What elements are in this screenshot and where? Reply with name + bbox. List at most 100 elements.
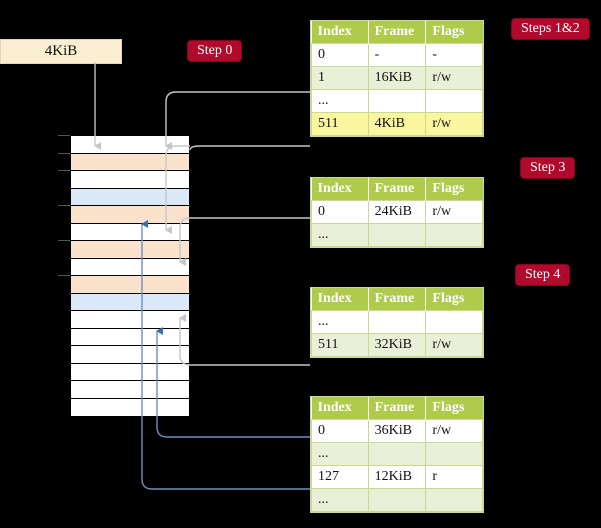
table-cell — [425, 442, 483, 466]
table-cell: r — [425, 465, 483, 489]
memory-frame-row — [71, 346, 189, 364]
table-cell: r/w — [425, 112, 483, 136]
table-header-frame: Frame — [368, 397, 427, 420]
badge-step-3: Step 3 — [521, 158, 575, 178]
link-table2-to-memory — [179, 217, 310, 266]
badge-step-4: Step 4 — [516, 265, 570, 285]
table-header-flags: Flags — [425, 397, 483, 420]
memory-tick — [58, 135, 70, 136]
table-row: ... — [311, 488, 483, 512]
table-header-index: Index — [311, 178, 369, 201]
table-cell: - — [367, 43, 427, 67]
badge-step-0-label: Step 0 — [197, 43, 233, 58]
badge-steps-1-2: Steps 1&2 — [512, 19, 589, 39]
table-header-frame: Frame — [368, 178, 427, 201]
table-cell: 511 — [311, 333, 369, 357]
source-frame-label: 4KiB — [0, 39, 122, 64]
table-cell: 511 — [311, 112, 369, 136]
source-frame-value: 4KiB — [44, 43, 78, 59]
table-cell: 0 — [311, 200, 369, 224]
memory-frame-row — [71, 241, 189, 259]
physical-memory-block — [70, 135, 190, 416]
table-cell: 36KiB — [367, 419, 427, 443]
table-row: ... — [311, 442, 483, 466]
memory-frame-row — [71, 276, 189, 294]
table-cell: ... — [311, 442, 369, 466]
badge-step-0: Step 0 — [188, 41, 242, 61]
table-cell: ... — [311, 488, 369, 512]
table-cell: 24KiB — [367, 200, 427, 224]
memory-frame-row — [71, 223, 189, 241]
memory-tick — [58, 275, 70, 276]
table-cell — [367, 89, 427, 113]
table-header-index: Index — [311, 21, 369, 44]
table-header-frame: Frame — [368, 288, 427, 311]
table-row: ... — [311, 310, 483, 334]
table-row: ... — [311, 89, 483, 113]
table-cell: 32KiB — [367, 333, 427, 357]
memory-tick — [58, 170, 70, 171]
table-cell: 4KiB — [367, 112, 427, 136]
memory-frame-row — [71, 293, 189, 311]
table-cell — [367, 488, 427, 512]
table-cell: 127 — [311, 465, 369, 489]
memory-frame-row — [71, 328, 189, 346]
memory-frame-row — [71, 381, 189, 399]
memory-tick — [58, 152, 70, 154]
table-cell: ... — [311, 223, 369, 247]
table-cell: 1 — [311, 66, 369, 90]
link-memory-to-table3 — [179, 314, 310, 366]
table-cell: 16KiB — [367, 66, 427, 90]
badge-step-3-label: Step 3 — [530, 160, 566, 175]
table-cell: 0 — [311, 419, 369, 443]
table-cell — [425, 223, 483, 247]
memory-tick — [58, 205, 70, 206]
table-cell: 0 — [311, 43, 369, 67]
memory-frame-row — [71, 188, 189, 206]
memory-frame-row — [71, 258, 189, 276]
table-cell — [367, 223, 427, 247]
link-table1-511-out — [189, 145, 310, 151]
table-cell — [367, 310, 427, 334]
badge-step-4-label: Step 4 — [525, 267, 561, 282]
memory-frame-row — [71, 363, 189, 381]
memory-frame-row — [71, 311, 189, 329]
table-cell: r/w — [425, 333, 483, 357]
table-header-index: Index — [311, 288, 369, 311]
table-row: ... — [311, 223, 483, 247]
table-cell: r/w — [425, 66, 483, 90]
memory-frame-row — [71, 206, 189, 224]
memory-frame-row — [71, 153, 189, 171]
table-header-flags: Flags — [425, 288, 483, 311]
table-cell: r/w — [425, 200, 483, 224]
table-cell: - — [425, 43, 483, 67]
badge-steps-1-2-label: Steps 1&2 — [521, 21, 580, 36]
table-cell — [425, 89, 483, 113]
table-cell: ... — [311, 310, 369, 334]
table-cell: 12KiB — [367, 465, 427, 489]
table-header-flags: Flags — [425, 178, 483, 201]
memory-frame-row — [71, 136, 189, 154]
memory-frame-row — [71, 171, 189, 189]
table-header-frame: Frame — [368, 21, 427, 44]
table-cell: r/w — [425, 419, 483, 443]
table-cell — [425, 488, 483, 512]
table-cell: ... — [311, 89, 369, 113]
table-header-flags: Flags — [425, 21, 483, 44]
table-cell — [367, 442, 427, 466]
table-row: 0-- — [311, 43, 483, 67]
table-cell — [425, 310, 483, 334]
memory-frame-row — [71, 398, 189, 416]
table-header-index: Index — [311, 397, 369, 420]
